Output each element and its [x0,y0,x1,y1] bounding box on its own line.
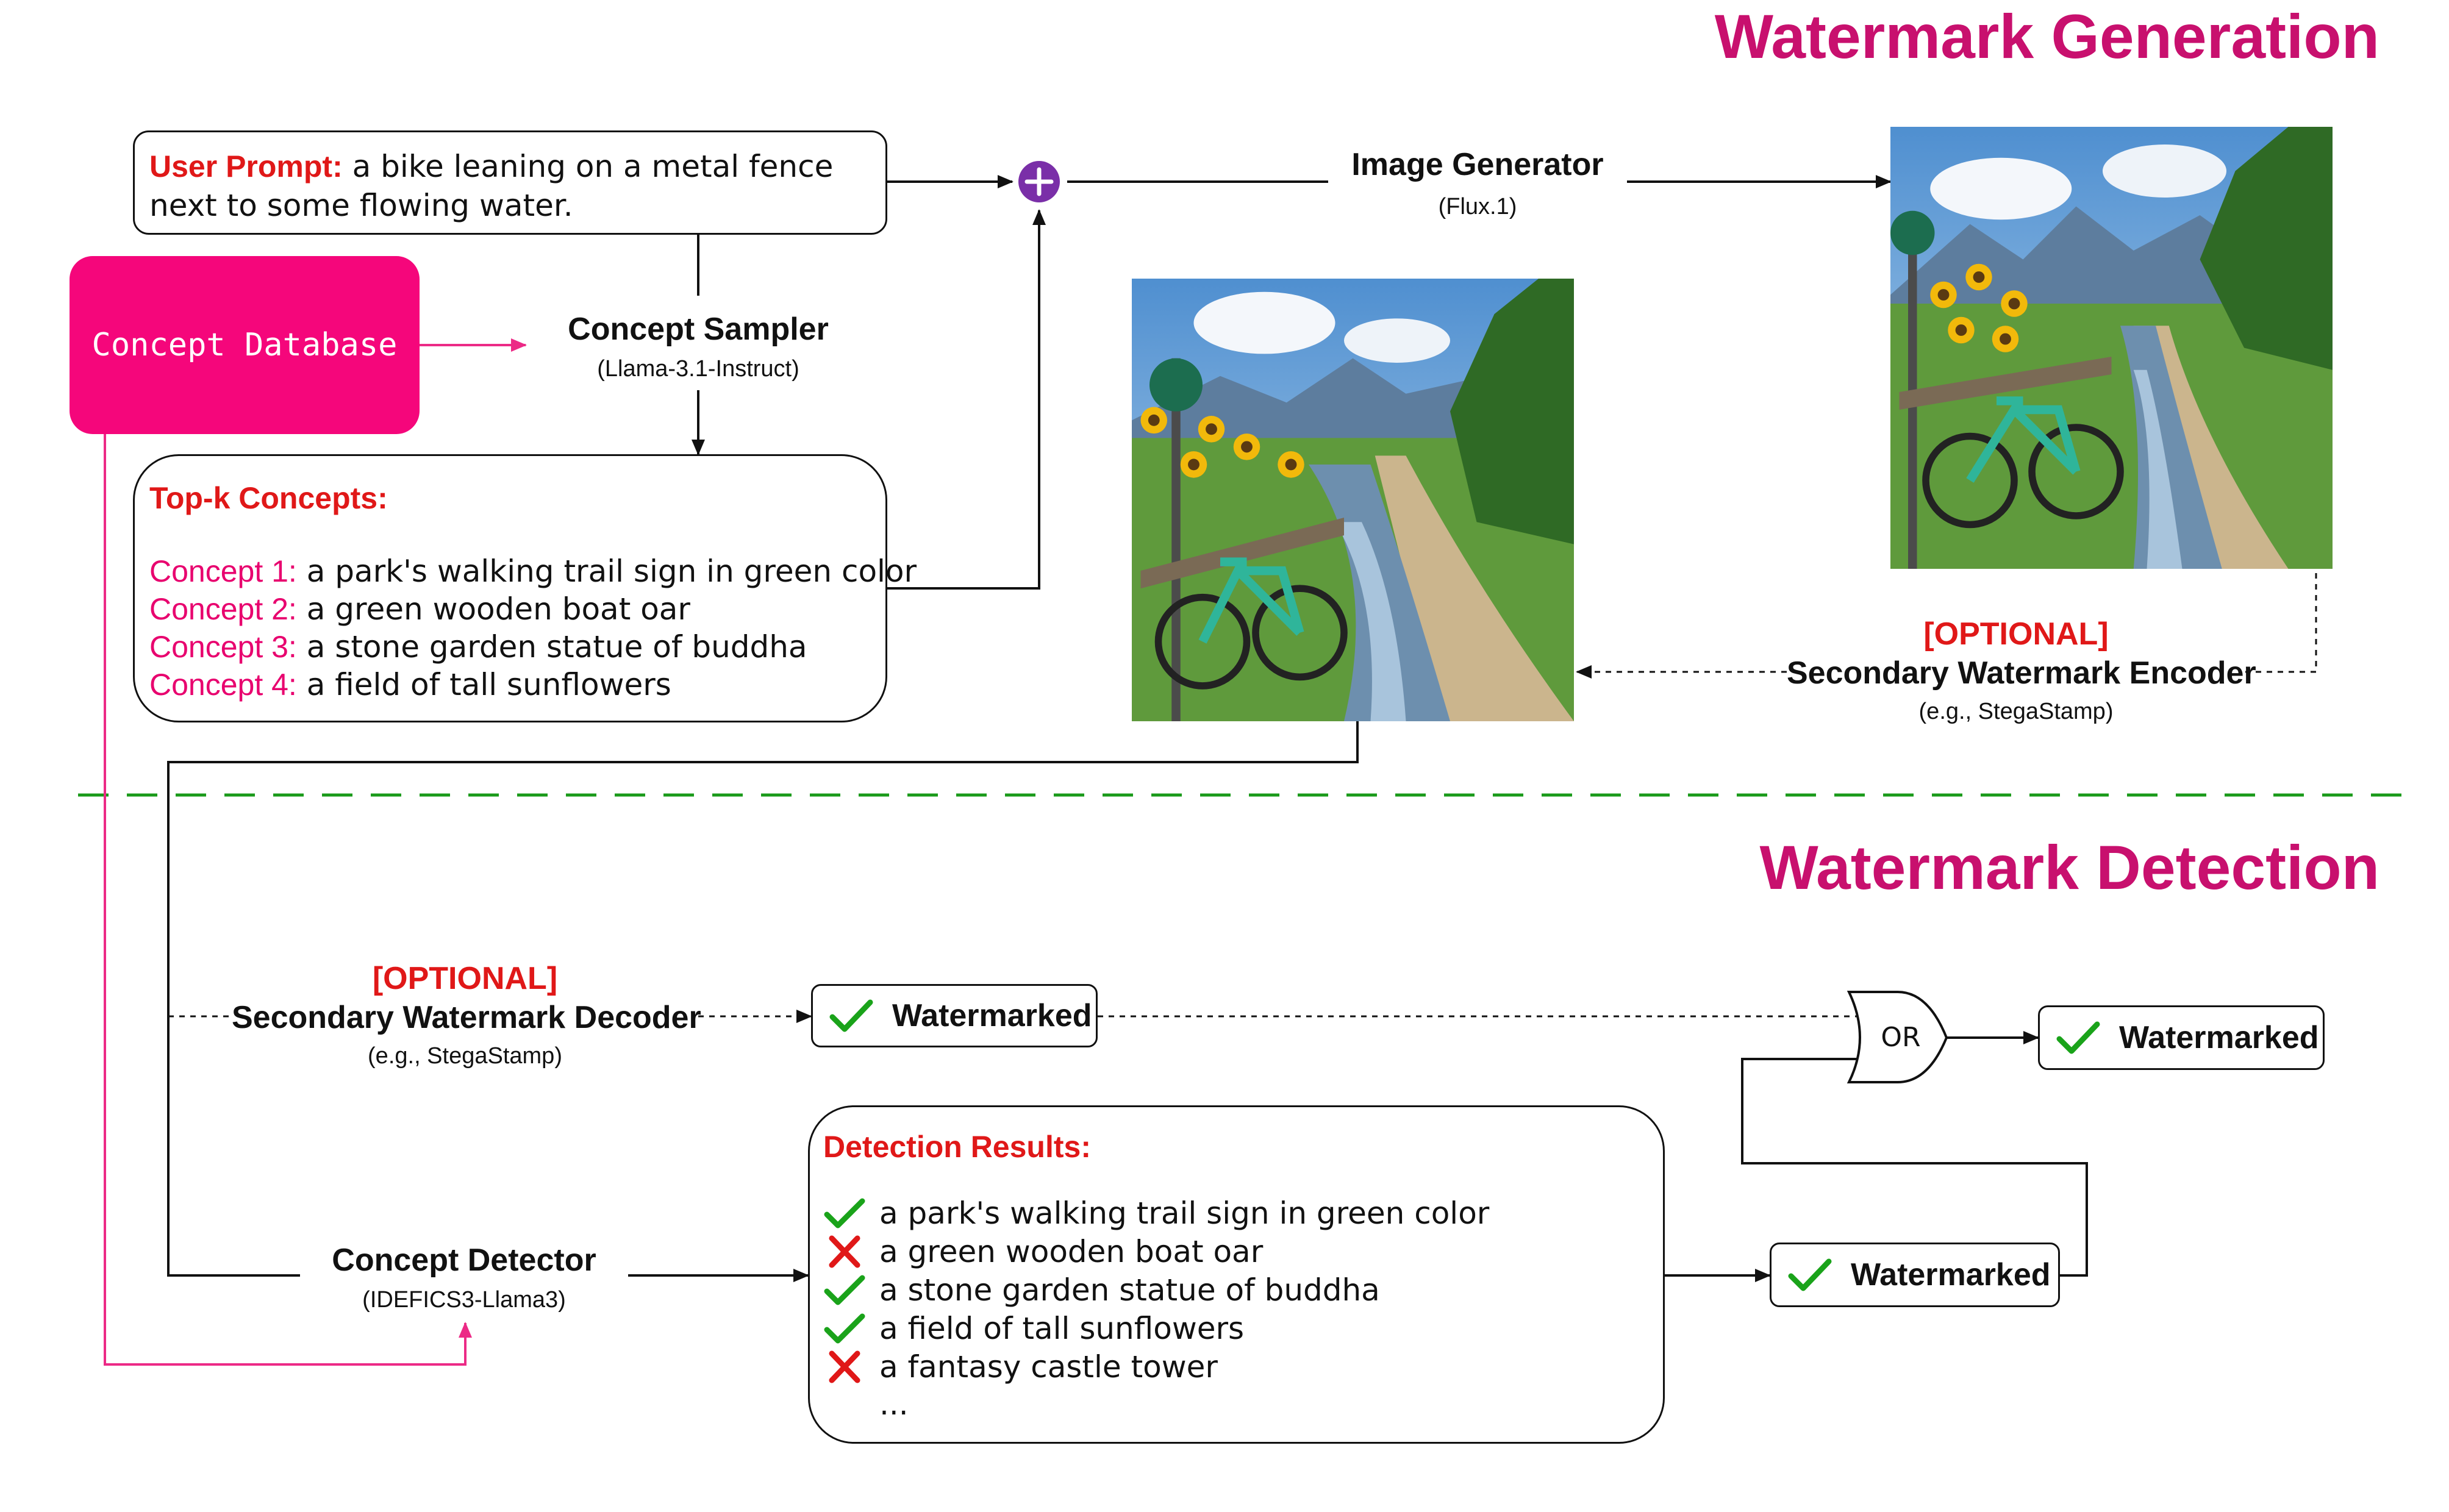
check-icon [829,999,873,1032]
topk-concept-item: Concept 3: a stone garden statue of budd… [149,628,871,666]
check-icon [2056,1021,2100,1054]
secondary-watermark-decoder: [OPTIONAL] Secondary Watermark Decoder (… [232,960,701,1069]
detection-result-item: a park's walking trail sign in green col… [823,1194,1650,1232]
check-icon [1788,1258,1832,1291]
wire-detector-result-to-or [1741,1058,2088,1277]
user-prompt-label: User Prompt: [149,149,343,184]
generation-title: Watermark Generation [1714,2,2379,71]
decoder-result-label: Watermarked [892,998,1092,1033]
concept-detector: Concept Detector (IDEFICS3-Llama3) [300,1242,628,1313]
cross-icon [829,1350,860,1383]
concept-detector-model: (IDEFICS3-Llama3) [362,1287,566,1313]
topk-concepts-list: Concept 1: a park's walking trail sign i… [149,552,917,704]
wire-watermarked-image-down [167,721,1359,1277]
image-generator-title: Image Generator [1351,147,1604,182]
detection-result-text: a fantasy castle tower [879,1349,1218,1385]
detection-results-ellipsis: ... [879,1386,909,1422]
detection-title: Watermark Detection [1759,833,2379,902]
concept-database-label: Concept Database [91,327,398,363]
check-icon [824,1198,865,1228]
detection-result-item: a fantasy castle tower [823,1347,1650,1386]
encoder-title: Secondary Watermark Encoder [1787,655,2256,691]
topk-concept-text: a stone garden statue of buddha [306,629,807,665]
topk-concepts-box: Top-k Concepts: Concept 1: a park's walk… [133,454,917,722]
topk-concepts-title: Top-k Concepts: [149,481,388,515]
user-prompt-text: a bike leaning on a metal fence next to … [149,149,834,223]
cross-icon [829,1235,860,1268]
image-generator: Image Generator (Flux.1) [1328,146,1627,220]
secondary-watermark-encoder: [OPTIONAL] Secondary Watermark Encoder (… [1787,616,2256,725]
concept-detector-title: Concept Detector [332,1243,596,1278]
final-result: Watermarked [2038,1005,2325,1070]
plus-circle-icon [1018,161,1060,202]
generated-image [1890,127,2333,569]
topk-concept-text: a green wooden boat oar [306,591,690,627]
detection-result-item: a stone garden statue of buddha [823,1271,1650,1309]
user-prompt-box: User Prompt: a bike leaning on a metal f… [133,130,887,235]
wire-database-to-detector [104,434,472,1366]
encoder-model: (e.g., StegaStamp) [1918,699,2114,724]
decoder-result: Watermarked [811,984,1098,1047]
detection-results-list: a park's walking trail sign in green col… [823,1194,1650,1386]
topk-concept-label: Concept 3: [149,630,297,664]
topk-concept-text: a park's walking trail sign in green col… [306,554,917,589]
final-result-label: Watermarked [2119,1020,2319,1055]
encoder-optional-tag: [OPTIONAL] [1923,616,2109,652]
decoder-title: Secondary Watermark Decoder [232,1000,701,1035]
topk-concept-label: Concept 4: [149,668,297,702]
detection-results-title: Detection Results: [823,1130,1091,1164]
topk-concept-item: Concept 2: a green wooden boat oar [149,590,871,628]
check-icon [824,1275,865,1305]
concept-sampler: Concept Sampler (Llama-3.1-Instruct) [526,311,871,382]
topk-concept-item: Concept 4: a field of tall sunflowers [149,666,871,704]
detection-results-box: Detection Results: a park's walking trai… [808,1105,1665,1444]
detector-result: Watermarked [1770,1243,2060,1307]
topk-concept-text: a field of tall sunflowers [306,667,671,702]
concept-sampler-model: (Llama-3.1-Instruct) [597,356,799,382]
watermarked-image [1132,279,1574,721]
detection-result-text: a park's walking trail sign in green col… [879,1195,1490,1231]
topk-concept-label: Concept 2: [149,592,297,626]
decoder-model: (e.g., StegaStamp) [368,1043,562,1069]
detection-result-text: a field of tall sunflowers [879,1310,1245,1346]
wire-image-to-encoder [2245,573,2317,673]
topk-concept-label: Concept 1: [149,554,297,588]
detection-result-text: a green wooden boat oar [879,1233,1264,1269]
detector-result-label: Watermarked [1851,1257,2051,1293]
detection-result-text: a stone garden statue of buddha [879,1272,1380,1308]
detection-result-item: a field of tall sunflowers [823,1309,1650,1347]
topk-concept-item: Concept 1: a park's walking trail sign i… [149,552,917,590]
detection-result-item: a green wooden boat oar [823,1232,1650,1271]
wire-topk-to-combine [887,209,1046,590]
or-gate-label: OR [1881,1022,1921,1053]
decoder-optional-tag: [OPTIONAL] [372,961,558,996]
concept-database: Concept Database [70,256,420,434]
concept-sampler-title: Concept Sampler [568,312,829,347]
or-gate-shape [1847,991,1948,1083]
check-icon [824,1313,865,1343]
image-generator-model: (Flux.1) [1438,194,1517,219]
